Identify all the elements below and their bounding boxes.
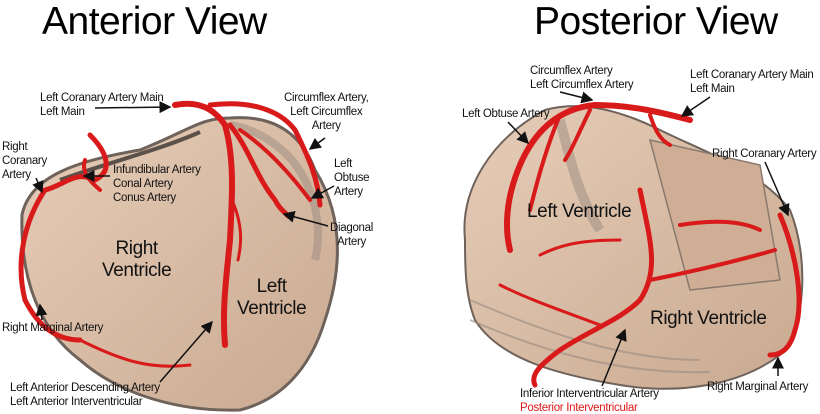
label-infundibular-artery: Infundibular Artery Conal Artery Conus A… xyxy=(113,163,201,205)
label-line: Circumflex Artery xyxy=(530,65,613,77)
label-line: Artery xyxy=(337,236,366,248)
label-line: Left Main xyxy=(40,106,85,118)
label-right-ventricle-posterior: Right Ventricle xyxy=(650,308,767,329)
label-line: Left Main xyxy=(690,83,735,95)
label-diagonal-artery: Diagonal Artery xyxy=(330,221,373,249)
label-right-coronary-artery: Right Coranary Artery xyxy=(2,140,47,182)
label-left-anterior-descending-artery: Left Anterior Descending Artery Left Ant… xyxy=(10,381,160,409)
label-line: Left Circumflex xyxy=(290,106,363,118)
label-line: Conal Artery xyxy=(113,178,173,190)
label-line: Conus Artery xyxy=(113,192,176,204)
label-line: Infundibular Artery xyxy=(113,164,201,176)
label-left-obtuse-artery-posterior: Left Obtuse Artery xyxy=(462,108,550,120)
label-line: Left xyxy=(256,276,287,297)
label-line: Circumflex Artery, xyxy=(284,92,369,104)
label-line: Left xyxy=(334,158,352,170)
label-line: Artery xyxy=(2,169,31,181)
label-line: Inferior Interventricular Artery xyxy=(520,388,659,400)
label-line-highlighted: Posterior Interventricular xyxy=(520,402,638,414)
pointer-arrows xyxy=(32,91,790,387)
label-line: Ventricle xyxy=(237,298,307,319)
label-line: Left Anterior Interventricular xyxy=(10,396,143,408)
label-line: Coranary xyxy=(2,155,47,167)
label-line: Left Anterior Descending Artery xyxy=(10,382,160,394)
label-right-marginal-artery-anterior: Right Marginal Artery xyxy=(2,322,104,334)
label-right-ventricle-anterior: Right Ventricle xyxy=(102,238,172,282)
label-left-obtuse-artery: Left Obtuse Artery xyxy=(334,157,370,199)
label-inferior-interventricular-artery: Inferior Interventricular Artery Posteri… xyxy=(520,387,659,414)
posterior-heart xyxy=(463,105,804,390)
label-line: Left Coranary Artery Main xyxy=(40,92,164,104)
label-line: Right xyxy=(2,141,28,153)
label-left-ventricle-anterior: Left Ventricle xyxy=(237,276,307,320)
anterior-view-title: Anterior View xyxy=(42,0,267,43)
label-right-coronary-artery-posterior: Right Coranary Artery xyxy=(712,148,817,160)
label-circumflex-artery: Circumflex Artery, Left Circumflex Arter… xyxy=(284,91,369,133)
label-line: Artery xyxy=(311,120,341,132)
label-line: Right xyxy=(115,238,158,259)
posterior-view-title: Posterior View xyxy=(534,0,778,43)
label-line: Ventricle xyxy=(102,260,172,281)
label-left-ventricle-posterior: Left Ventricle xyxy=(527,201,632,222)
label-left-coronary-artery-main: Left Coranary Artery Main Left Main xyxy=(40,91,164,119)
posterior-arteries xyxy=(498,101,802,388)
label-line: Left Coranary Artery Main xyxy=(690,69,814,81)
label-circumflex-artery-posterior: Circumflex Artery Left Circumflex Artery xyxy=(530,64,634,92)
label-right-marginal-artery-posterior: Right Marginal Artery xyxy=(707,381,809,393)
label-line: Artery xyxy=(334,186,363,198)
label-line: Left Circumflex Artery xyxy=(530,79,634,91)
label-line: Obtuse xyxy=(334,172,370,184)
label-left-coronary-artery-main-posterior: Left Coranary Artery Main Left Main xyxy=(690,68,814,96)
label-line: Diagonal xyxy=(330,222,373,234)
